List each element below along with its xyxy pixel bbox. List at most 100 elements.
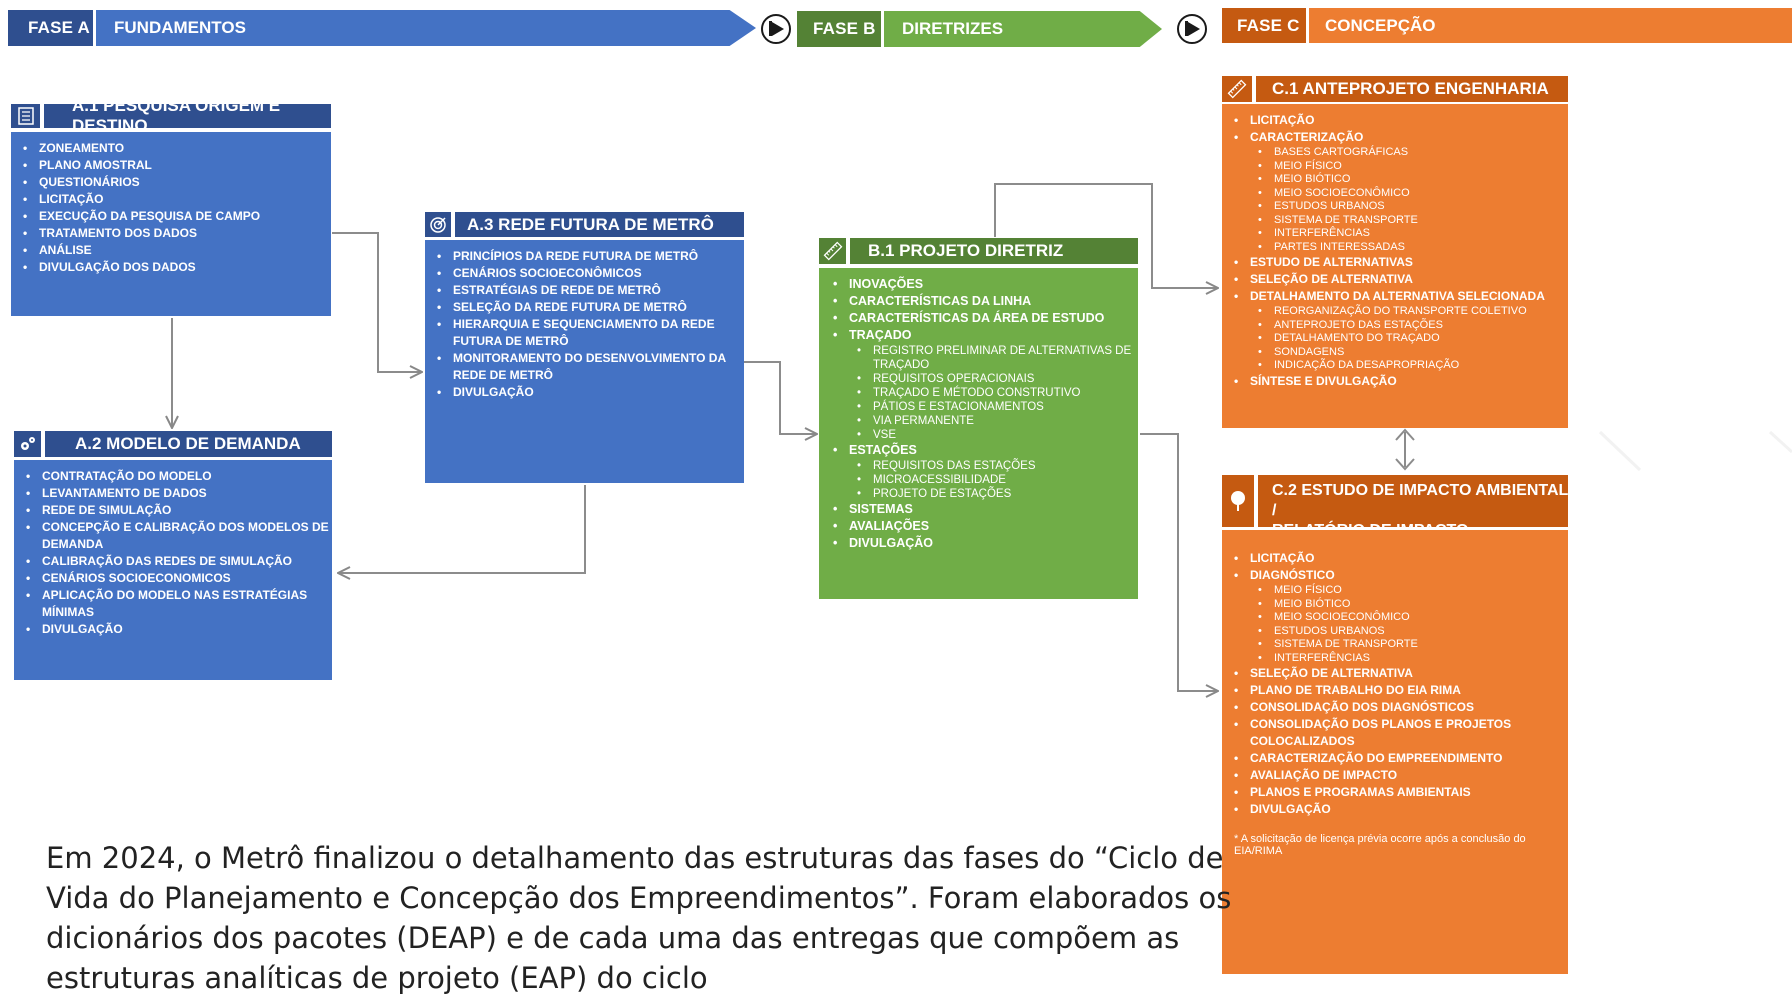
list-item-label: CARACTERIZAÇÃO	[1250, 130, 1364, 144]
c2-header: C.2 ESTUDO DE IMPACTO AMBIENTAL / RELATÓ…	[1222, 475, 1569, 559]
b1-header: B.1 PROJETO DIRETRIZ	[819, 238, 1138, 264]
list-item-label: PLANO DE TRABALHO DO EIA RIMA	[1250, 683, 1461, 697]
list-item-label: ESTUDO DE ALTERNATIVAS	[1250, 255, 1413, 269]
list-item: DIVULGAÇÃO	[435, 384, 736, 401]
list-item-label: SÍNTESE E DIVULGAÇÃO	[1250, 373, 1397, 388]
list-item: ESTRATÉGIAS DE REDE DE METRÔ	[435, 282, 736, 299]
list-item-label: DIAGNÓSTICO	[1250, 568, 1335, 582]
sub-list-item: TRAÇADO E MÉTODO CONSTRUTIVO	[831, 386, 1132, 400]
list-item: PLANO DE TRABALHO DO EIA RIMA	[1232, 682, 1564, 699]
sub-list-item: BASES CARTOGRÁFICAS	[1232, 146, 1564, 160]
c1-header: C.1 ANTEPROJETO ENGENHARIA	[1222, 76, 1568, 102]
list-item: CONSOLIDAÇÃO DOS PLANOS E PROJETOS COLOC…	[1232, 716, 1564, 750]
c2-title-line1: C.2 ESTUDO DE IMPACTO AMBIENTAL /	[1272, 482, 1569, 519]
a1-header: A.1 PESQUISA ORIGEM E DESTINO	[11, 96, 331, 135]
sub-list-item: REQUISITOS OPERACIONAIS	[831, 372, 1132, 386]
c1-box: LICITAÇÃOCARACTERIZAÇÃO BASES CARTOGRÁFIC…	[1222, 104, 1568, 428]
sub-list-item: REORGANIZAÇÃO DO TRANSPORTE COLETIVO	[1232, 305, 1564, 319]
a1-box: ZONEAMENTOPLANO AMOSTRALQUESTIONÁRIOSLIC…	[11, 132, 331, 316]
list-item: DETALHAMENTO DA ALTERNATIVA SELECIONADA R…	[1232, 288, 1564, 373]
list-item: CONSOLIDAÇÃO DOS DIAGNÓSTICOS	[1232, 699, 1564, 716]
sub-list-item: MEIO BIÓTICO	[1232, 173, 1564, 187]
sub-list-item: ANTEPROJETO DAS ESTAÇÕES	[1232, 319, 1564, 333]
sub-list-item: MEIO FÍSICO	[1232, 160, 1564, 174]
list-item: SELEÇÃO DE ALTERNATIVA	[1232, 271, 1564, 288]
caption-text: Em 2024, o Metrô finalizou o detalhament…	[46, 841, 1232, 995]
phase-b-banner: DIRETRIZES	[884, 11, 1162, 47]
sub-list-item: MEIO SOCIOECONÔMICO	[1232, 611, 1564, 625]
list-item: PLANO AMOSTRAL	[21, 157, 331, 174]
ruler-icon	[1222, 76, 1252, 102]
connector-arrows	[0, 183, 1792, 974]
sub-list-item: INTERFERÊNCIAS	[1232, 652, 1564, 666]
sub-list-item: PARTES INTERESSADAS	[1232, 241, 1564, 255]
c1-title: C.1 ANTEPROJETO ENGENHARIA	[1256, 76, 1568, 102]
list-item-label: INOVAÇÕES	[849, 277, 924, 291]
list-item: SISTEMAS	[831, 501, 1132, 518]
list-item: LEVANTAMENTO DE DADOS	[24, 485, 332, 502]
c2-footnote: * A solicitação de licença prévia ocorre…	[1234, 833, 1526, 857]
sub-list-item: ESTUDOS URBANOS	[1232, 625, 1564, 639]
sub-list-item: SISTEMA DE TRANSPORTE	[1232, 638, 1564, 652]
play-icon	[761, 14, 791, 44]
list-item: SELEÇÃO DA REDE FUTURA DE METRÔ	[435, 299, 736, 316]
sub-list-item: ESTUDOS URBANOS	[1232, 200, 1564, 214]
list-item-label: DETALHAMENTO DA ALTERNATIVA SELECIONADA	[1250, 289, 1545, 303]
checklist-icon	[11, 104, 40, 128]
list-item-label: PLANOS E PROGRAMAS AMBIENTAIS	[1250, 785, 1471, 799]
list-item: LICITAÇÃO	[1232, 550, 1564, 567]
list-item: SELEÇÃO DE ALTERNATIVA	[1232, 665, 1564, 682]
a3-box: PRINCÍPIOS DA REDE FUTURA DE METRÔCENÁRI…	[425, 240, 744, 483]
list-item: ESTAÇÕES REQUISITOS DAS ESTAÇÕESMICROACES…	[831, 442, 1132, 501]
sub-list-item: INDICAÇÃO DA DESAPROPRIAÇÃO	[1232, 359, 1564, 373]
sub-list-item: SISTEMA DE TRANSPORTE	[1232, 214, 1564, 228]
list-item-label: DIVULGAÇÃO	[849, 536, 934, 550]
sub-list-item: VSE	[831, 428, 1132, 442]
ruler-icon	[819, 238, 846, 264]
sub-list-item: MEIO FÍSICO	[1232, 584, 1564, 598]
list-item: DIAGNÓSTICOMEIO FÍSICOMEIO BIÓTICOMEIO S…	[1232, 567, 1564, 665]
list-item: SÍNTESE E DIVULGAÇÃO	[1232, 373, 1564, 390]
list-item: CARACTERIZAÇÃO DO EMPREENDIMENTO	[1232, 750, 1564, 767]
list-item: ANÁLISE	[21, 242, 331, 259]
list-item: ZONEAMENTO	[21, 140, 331, 157]
sub-list-item: REGISTRO PRELIMINAR DE ALTERNATIVAS DE T…	[831, 344, 1132, 372]
a3-header: A.3 REDE FUTURA DE METRÔ	[425, 212, 744, 237]
b1-title: B.1 PROJETO DIRETRIZ	[850, 238, 1138, 264]
list-item-label: ESTAÇÕES	[849, 443, 917, 457]
c2-title: C.2 ESTUDO DE IMPACTO AMBIENTAL / RELATÓ…	[1258, 475, 1569, 559]
list-item: LICITAÇÃO	[21, 191, 331, 208]
list-item: CARACTERÍSTICAS DA LINHA	[831, 293, 1132, 310]
list-item: QUESTIONÁRIOS	[21, 174, 331, 191]
list-item: CARACTERÍSTICAS DA ÁREA DE ESTUDO	[831, 310, 1132, 327]
list-item-label: TRAÇADO	[849, 328, 912, 342]
list-item-label: AVALIAÇÃO DE IMPACTO	[1250, 768, 1398, 782]
list-item: PLANOS E PROGRAMAS AMBIENTAIS	[1232, 784, 1564, 801]
list-item: PRINCÍPIOS DA REDE FUTURA DE METRÔ	[435, 248, 736, 265]
a2-title: A.2 MODELO DE DEMANDA	[45, 431, 332, 457]
list-item: DIVULGAÇÃO	[831, 535, 1132, 552]
list-item: LICITAÇÃO	[1232, 112, 1564, 129]
sub-list-item: SONDAGENS	[1232, 346, 1564, 360]
list-item: DIVULGAÇÃO	[1232, 801, 1564, 818]
list-item: CENÁRIOS SOCIOECONOMICOS	[24, 570, 332, 587]
list-item: EXECUÇÃO DA PESQUISA DE CAMPO	[21, 208, 331, 225]
sub-list-item: MICROACESSIBILIDADE	[831, 473, 1132, 487]
list-item: CALIBRAÇÃO DAS REDES DE SIMULAÇÃO	[24, 553, 332, 570]
list-item: APLICAÇÃO DO MODELO NAS ESTRATÉGIAS MÍNI…	[24, 587, 332, 621]
list-item: TRAÇADO REGISTRO PRELIMINAR DE ALTERNATIV…	[831, 327, 1132, 442]
list-item: DIVULGAÇÃO	[24, 621, 332, 638]
list-item: MONITORAMENTO DO DESENVOLVIMENTO DA REDE…	[435, 350, 736, 384]
sub-list-item: INTERFERÊNCIAS	[1232, 227, 1564, 241]
list-item: ESTUDO DE ALTERNATIVAS	[1232, 254, 1564, 271]
phase-c-banner: CONCEPÇÃO	[1309, 8, 1792, 43]
sub-list-item: REQUISITOS DAS ESTAÇÕES	[831, 459, 1132, 473]
play-icon	[1177, 14, 1207, 44]
list-item-label: CONSOLIDAÇÃO DOS DIAGNÓSTICOS	[1250, 700, 1475, 714]
list-item: TRATAMENTO DOS DADOS	[21, 225, 331, 242]
list-item: HIERARQUIA E SEQUENCIAMENTO DA REDE FUTU…	[435, 316, 736, 350]
sub-list-item: PÁTIOS E ESTACIONAMENTOS	[831, 400, 1132, 414]
list-item: DIVULGAÇÃO DOS DADOS	[21, 259, 331, 276]
list-item: CONCEPÇÃO E CALIBRAÇÃO DOS MODELOS DE DE…	[24, 519, 332, 553]
list-item-label: CARACTERÍSTICAS DA ÁREA DE ESTUDO	[849, 311, 1105, 325]
